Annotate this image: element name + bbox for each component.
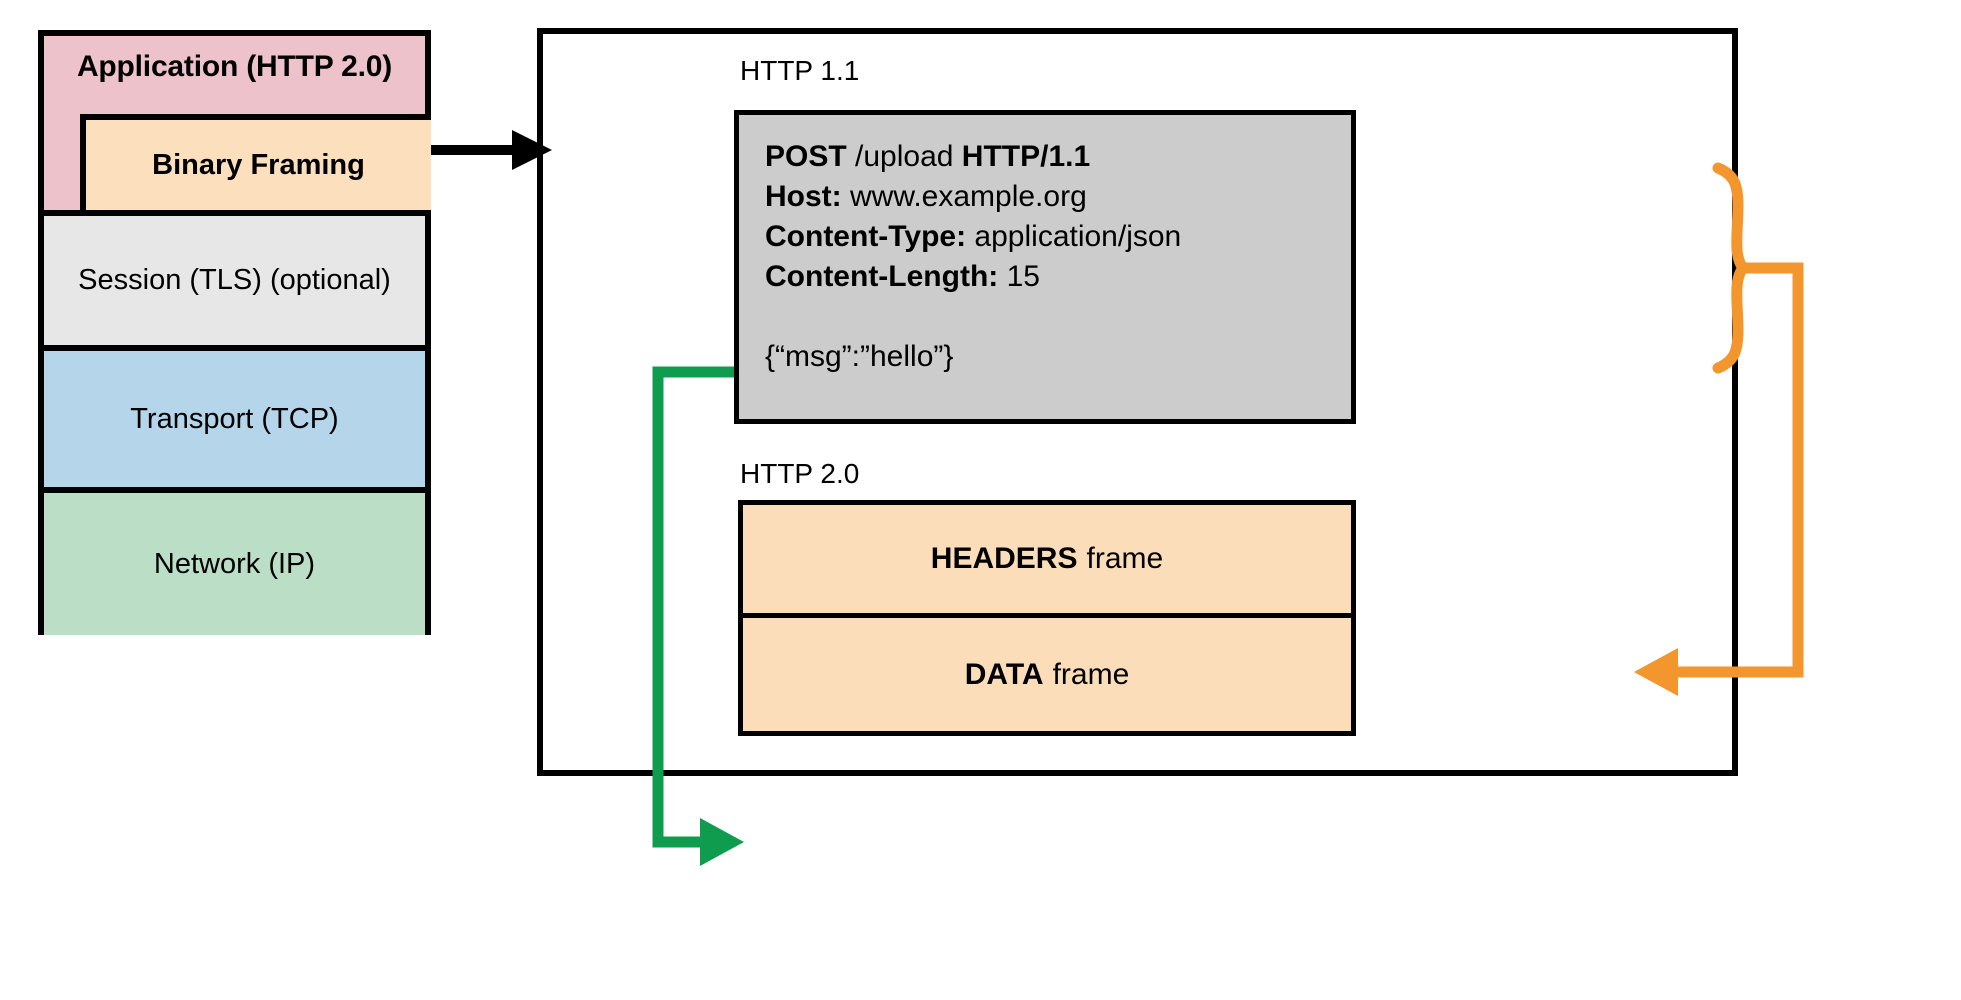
- http11-request-line: POST /upload HTTP/1.1: [765, 137, 1351, 177]
- headers-frame-kind-label: HEADERS: [930, 542, 1078, 575]
- stack-layer-application: Application (HTTP 2.0) Binary Framing: [44, 36, 431, 216]
- data-frame-box: DATA frame: [738, 618, 1356, 736]
- stack-layer-application-label: Application (HTTP 2.0): [76, 50, 393, 83]
- http11-header-content-type: Content-Type: application/json: [765, 217, 1351, 257]
- http11-message-body: {“msg”:”hello”}: [765, 340, 954, 373]
- stack-layer-session: Session (TLS) (optional): [44, 216, 425, 351]
- stack-to-panel-arrow-icon: [431, 130, 552, 170]
- http11-header-content-length-name: Content-Length:: [765, 260, 999, 293]
- http11-message-box: POST /upload HTTP/1.1 Host: www.example.…: [734, 110, 1356, 424]
- binary-framing-label: Binary Framing: [152, 148, 365, 181]
- http11-header-content-length: Content-Length: 15: [765, 257, 1351, 297]
- stack-layer-network: Network (IP): [44, 493, 425, 635]
- http11-header-host-name: Host:: [765, 180, 842, 213]
- headers-frame-box: HEADERS frame: [738, 500, 1356, 618]
- http11-section-label: HTTP 1.1: [740, 55, 860, 86]
- data-frame-kind-label: DATA: [964, 657, 1044, 691]
- http11-header-content-length-value: 15: [998, 260, 1040, 293]
- data-frame-word-label: frame: [1052, 657, 1130, 691]
- stack-layer-session-label: Session (TLS) (optional): [78, 264, 391, 296]
- http11-header-content-type-value: application/json: [966, 220, 1182, 253]
- stack-layer-network-label: Network (IP): [153, 547, 316, 580]
- http11-header-content-type-name: Content-Type:: [765, 220, 967, 253]
- headers-frame-word-label: frame: [1086, 542, 1164, 575]
- stack-layer-transport-label: Transport (TCP): [130, 402, 339, 435]
- protocol-stack: Application (HTTP 2.0) Binary Framing Se…: [38, 30, 431, 635]
- http11-version: HTTP/1.1: [961, 140, 1091, 173]
- http20-section-label: HTTP 2.0: [740, 458, 860, 489]
- binary-framing-box: Binary Framing: [80, 114, 431, 216]
- http11-header-host-value: www.example.org: [841, 180, 1087, 213]
- http11-path: /upload: [846, 140, 962, 173]
- stack-layer-transport: Transport (TCP): [44, 351, 425, 493]
- http11-header-host: Host: www.example.org: [765, 177, 1351, 217]
- http11-method: POST: [765, 140, 847, 173]
